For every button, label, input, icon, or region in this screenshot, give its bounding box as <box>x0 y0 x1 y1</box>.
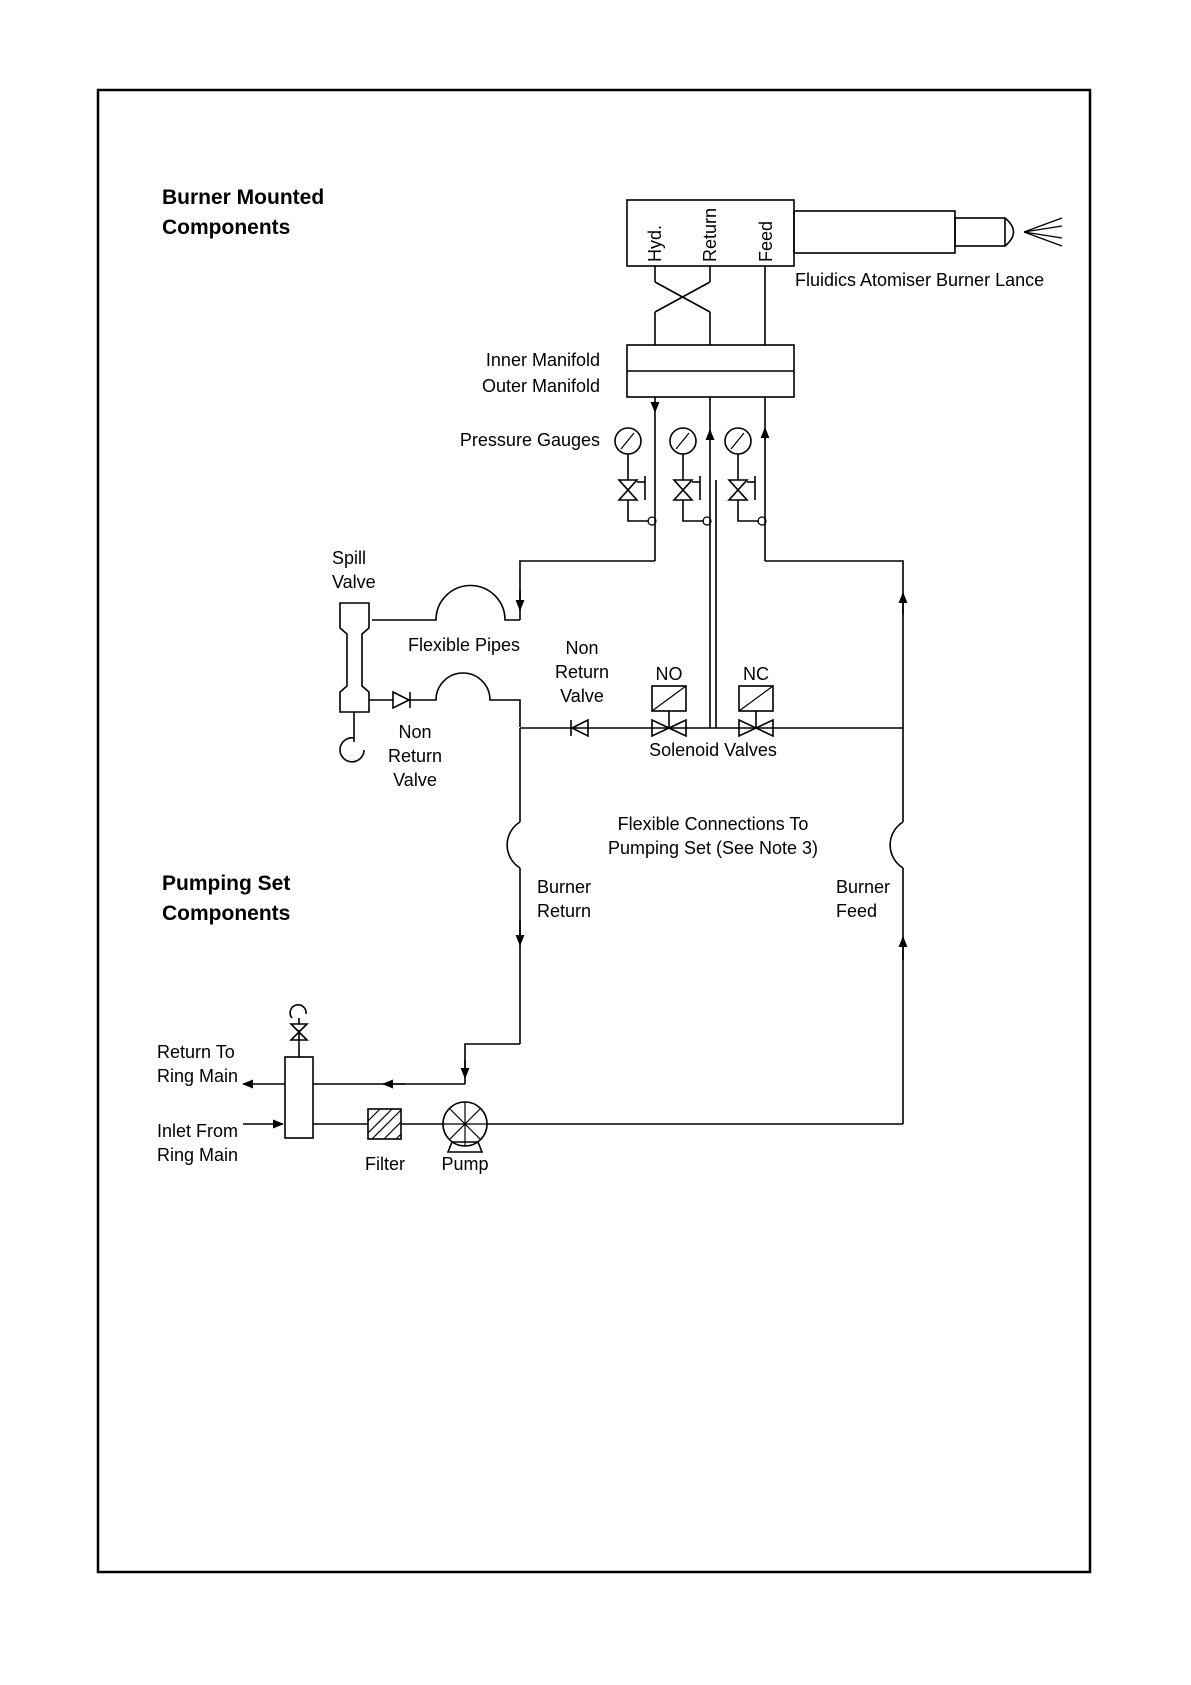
nrv-left-label-1: Non <box>398 722 431 742</box>
burner-feed-label-1: Burner <box>836 877 890 897</box>
nrv-mid-label-3: Valve <box>560 686 604 706</box>
ring-main-vessel <box>284 1004 314 1139</box>
inlet-from-ring-main-label-2: Ring Main <box>157 1145 238 1165</box>
nrv-left-label-2: Return <box>388 746 442 766</box>
solenoid-valve-nc <box>738 685 774 738</box>
flex-conn-label-2: Pumping Set (See Note 3) <box>608 838 818 858</box>
nrv-mid-label-1: Non <box>565 638 598 658</box>
return-pipe <box>241 1079 465 1129</box>
pressure-gauge-3 <box>724 427 767 526</box>
pressure-gauge-2 <box>669 427 712 526</box>
nrv-mid-label-2: Return <box>555 662 609 682</box>
filter <box>313 1108 443 1140</box>
solenoid-nc-label: NC <box>743 664 769 684</box>
flexible-pipes-label: Flexible Pipes <box>408 635 520 655</box>
return-line-left <box>460 728 525 1084</box>
spill-valve-label: Spill <box>332 548 366 568</box>
flex-conn-label-1: Flexible Connections To <box>618 814 809 834</box>
heading-pumping-set: Pumping Set <box>162 872 290 895</box>
manifold-block <box>626 344 795 398</box>
burner-return-label-2: Return <box>537 901 591 921</box>
lance-port-hyd: Hyd. <box>645 225 665 262</box>
outer-manifold-label: Outer Manifold <box>482 376 600 396</box>
lance-port-feed: Feed <box>756 221 776 262</box>
solenoid-valve-no <box>651 685 687 738</box>
solenoid-no-label: NO <box>656 664 683 684</box>
return-to-ring-main-label-1: Return To <box>157 1042 235 1062</box>
heading-burner-mounted-2: Components <box>162 216 290 239</box>
solenoid-line <box>520 718 903 738</box>
heading-burner-mounted: Burner Mounted <box>162 186 324 209</box>
filter-label: Filter <box>365 1154 405 1174</box>
solenoid-valves-label: Solenoid Valves <box>649 740 777 760</box>
lower-flex-pipe <box>369 672 521 727</box>
feed-line-right <box>765 560 908 1124</box>
heading-pumping-set-2: Components <box>162 902 290 925</box>
lance-port-return: Return <box>700 208 720 262</box>
pump <box>442 1101 903 1153</box>
burner-return-label-1: Burner <box>537 877 591 897</box>
pressure-gauge-1 <box>614 427 657 526</box>
nrv-left-label-3: Valve <box>393 770 437 790</box>
spill-valve <box>339 602 370 763</box>
manifold-down-lines <box>650 397 770 728</box>
lance-label: Fluidics Atomiser Burner Lance <box>795 270 1044 290</box>
burner-lance <box>626 199 1063 267</box>
return-to-ring-main-label-2: Ring Main <box>157 1066 238 1086</box>
spill-valve-label-2: Valve <box>332 572 376 592</box>
burner-feed-label-2: Feed <box>836 901 877 921</box>
lance-crossover <box>654 266 766 345</box>
pump-label: Pump <box>441 1154 488 1174</box>
inlet-from-ring-main-label-1: Inlet From <box>157 1121 238 1141</box>
inner-manifold-label: Inner Manifold <box>486 350 600 370</box>
page-frame <box>96 88 1092 1574</box>
spill-return-line <box>372 560 655 621</box>
pressure-gauges-label: Pressure Gauges <box>460 430 600 450</box>
